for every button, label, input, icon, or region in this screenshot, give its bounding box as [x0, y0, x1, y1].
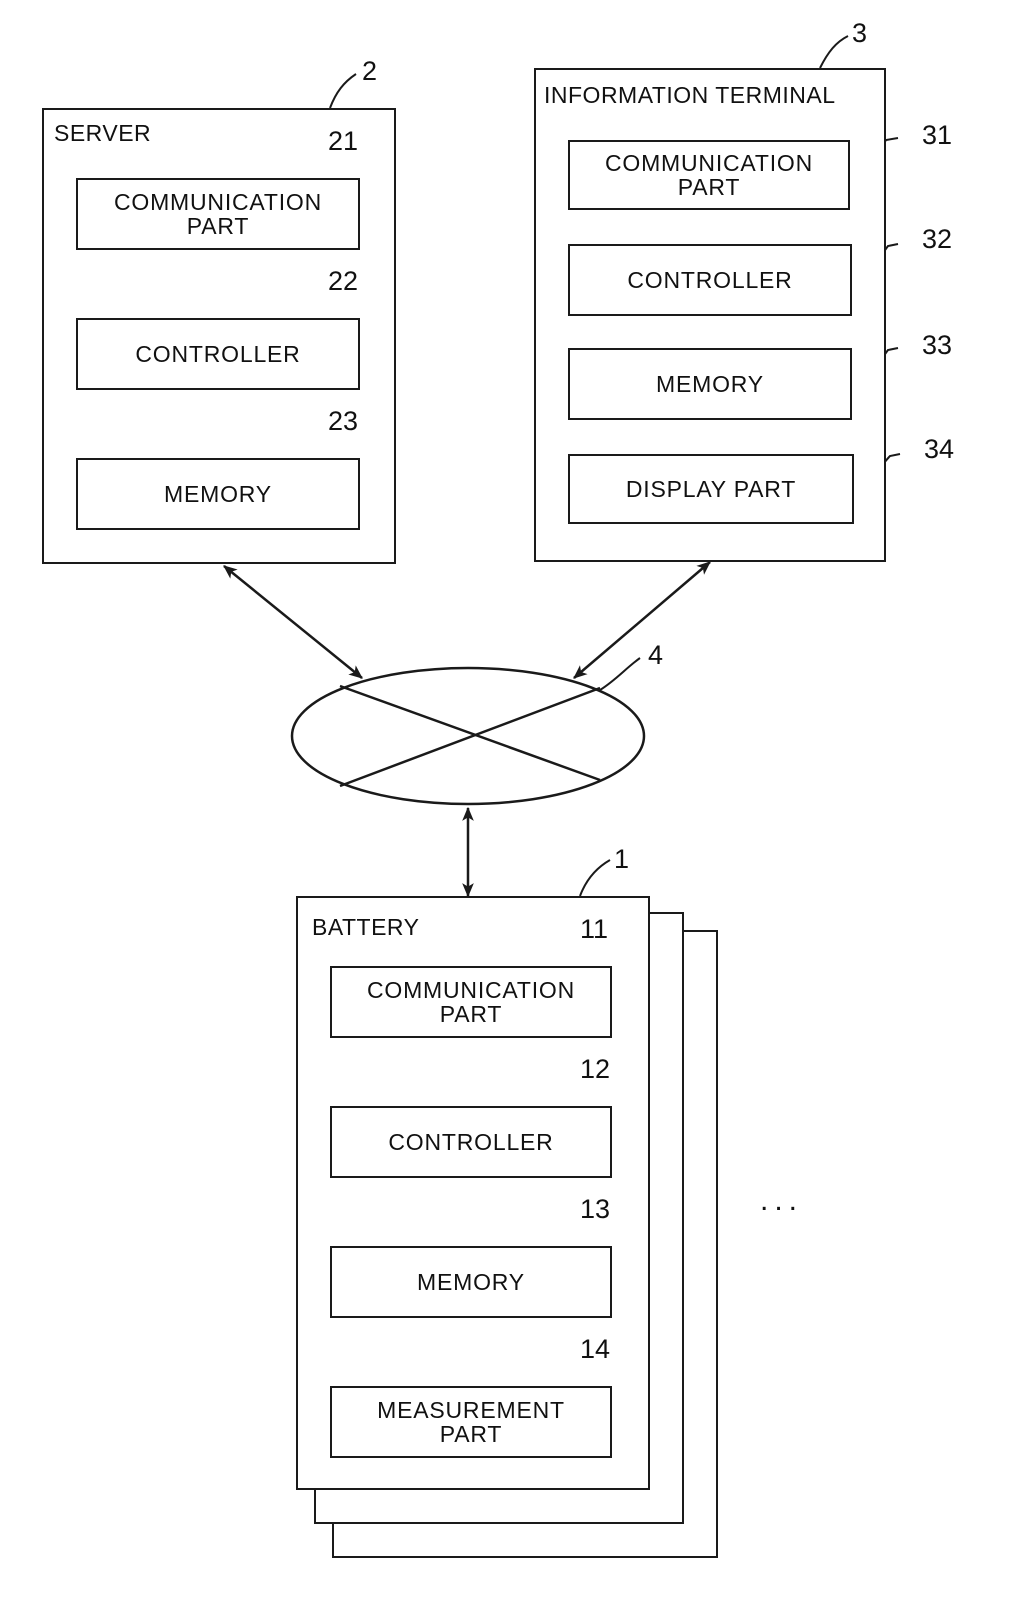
terminal-communication-part: COMMUNICATION PART: [568, 140, 850, 210]
server-title: SERVER: [54, 122, 151, 145]
server-memory: MEMORY: [76, 458, 360, 530]
battery-communication-part: COMMUNICATION PART: [330, 966, 612, 1038]
terminal-title: INFORMATION TERMINAL: [544, 84, 836, 107]
server-network-arrow: [224, 566, 362, 678]
network-ref-number: 4: [648, 642, 663, 669]
terminal-communication-ref: 31: [922, 122, 952, 149]
terminal-display-part: DISPLAY PART: [568, 454, 854, 524]
server-controller: CONTROLLER: [76, 318, 360, 390]
battery-controller: CONTROLLER: [330, 1106, 612, 1178]
server-communication-ref: 21: [328, 128, 358, 155]
terminal-display-ref: 34: [924, 436, 954, 463]
terminal-controller-ref: 32: [922, 226, 952, 253]
battery-ref-number: 1: [614, 846, 629, 873]
network-symbol: [292, 668, 644, 804]
battery-measurement-part: MEASUREMENT PART: [330, 1386, 612, 1458]
server-memory-ref: 23: [328, 408, 358, 435]
battery-memory: MEMORY: [330, 1246, 612, 1318]
terminal-network-arrow: [574, 562, 710, 678]
server-communication-part: COMMUNICATION PART: [76, 178, 360, 250]
battery-communication-ref: 11: [580, 916, 608, 943]
terminal-memory-ref: 33: [922, 332, 952, 359]
server-ref-number: 2: [362, 58, 377, 85]
terminal-controller: CONTROLLER: [568, 244, 852, 316]
terminal-ref-number: 3: [852, 20, 867, 47]
more-batteries-ellipsis: ...: [760, 1186, 803, 1216]
terminal-memory: MEMORY: [568, 348, 852, 420]
battery-controller-ref: 12: [580, 1056, 610, 1083]
battery-memory-ref: 13: [580, 1196, 610, 1223]
battery-measurement-ref: 14: [580, 1336, 610, 1363]
battery-title: BATTERY: [312, 916, 419, 939]
server-controller-ref: 22: [328, 268, 358, 295]
